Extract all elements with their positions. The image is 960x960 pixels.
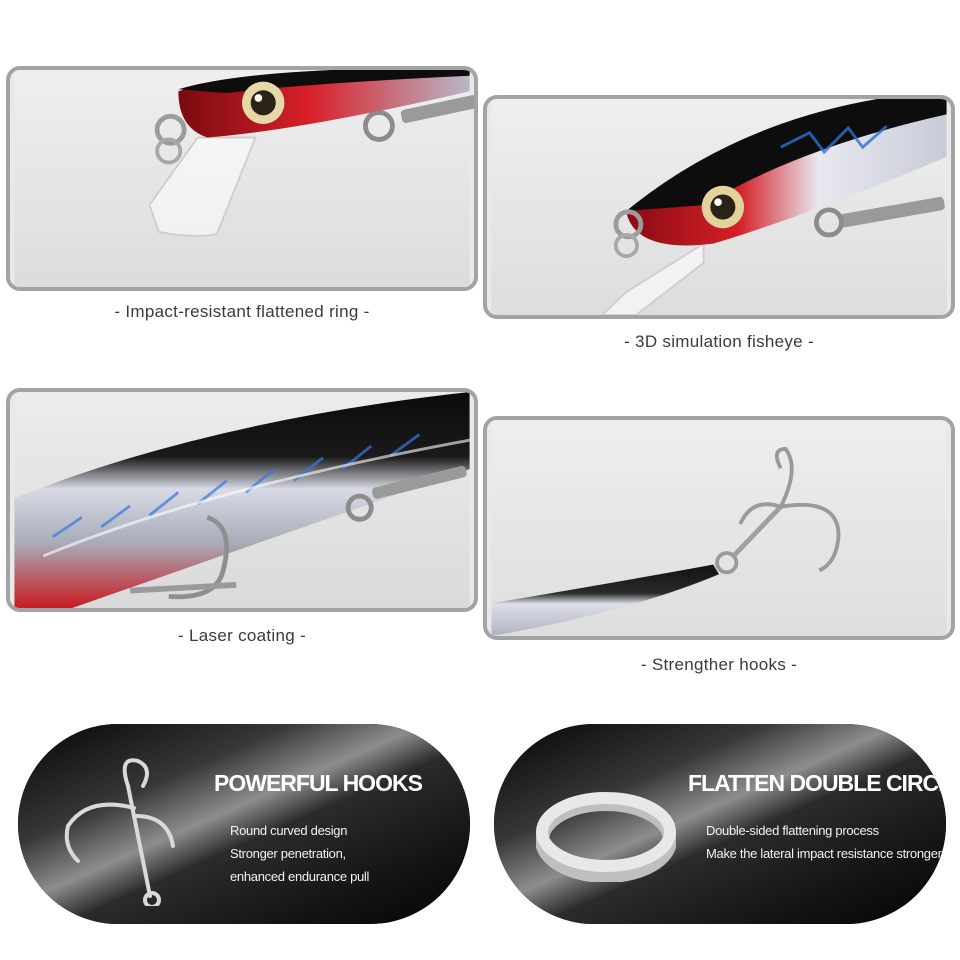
banner-flatten-double-circle: FLATTEN DOUBLE CIRCLE Double-sided flatt… (494, 724, 946, 924)
caption-strengther-hooks: - Strengther hooks - (640, 655, 798, 674)
banner-line: Round curved design (230, 823, 348, 838)
lure-laser-coating-image (14, 392, 470, 608)
brushed-metal-background (18, 724, 470, 924)
lure-tail-hook-image (491, 420, 947, 636)
treble-hook-icon (64, 758, 175, 906)
banner-title: POWERFUL HOOKS (214, 770, 423, 796)
photo-laser-coating (6, 388, 478, 612)
banner-line: Stronger penetration, (230, 846, 346, 861)
banner-title: FLATTEN DOUBLE CIRCLE (688, 770, 946, 796)
lure-head-ring-image (14, 70, 474, 287)
banner-powerful-hooks: POWERFUL HOOKS Round curved design Stron… (18, 724, 470, 924)
brushed-metal-background (494, 724, 946, 924)
split-ring-icon (536, 792, 676, 882)
photo-fisheye (483, 95, 955, 319)
caption-laser-coating: - Laser coating - (178, 626, 306, 645)
lure-fisheye-image (491, 99, 947, 315)
photo-strengther-hooks (483, 416, 955, 640)
caption-flattened-ring: - Impact-resistant flattened ring - (114, 302, 370, 321)
banner-line: Double-sided flattening process (706, 823, 879, 838)
caption-fisheye: - 3D simulation fisheye - (624, 332, 814, 351)
banner-line: enhanced endurance pull (230, 869, 370, 884)
photo-flattened-ring (6, 66, 478, 291)
banner-line: Make the lateral impact resistance stron… (706, 846, 942, 861)
